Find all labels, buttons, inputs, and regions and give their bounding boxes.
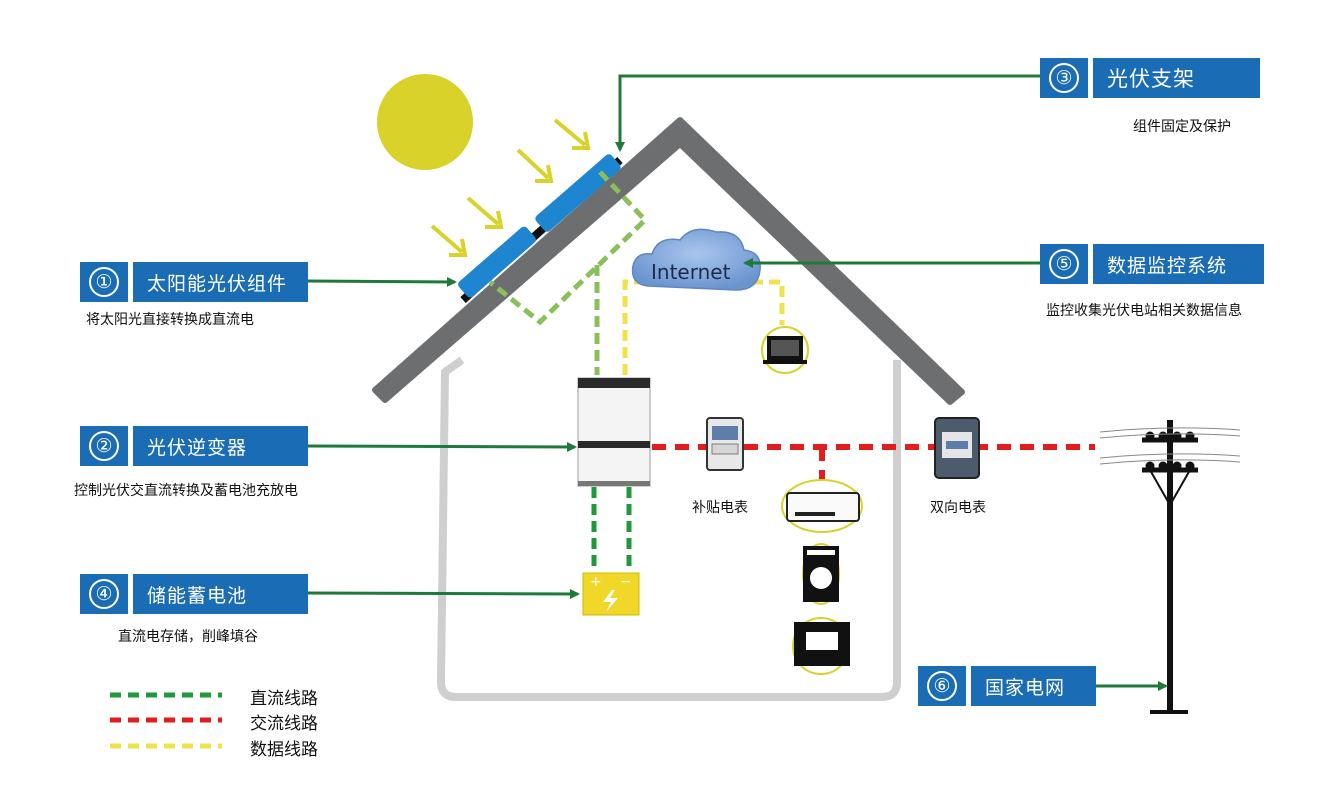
air-conditioner-icon [781,479,863,533]
internet-cloud: Internet [631,228,761,291]
house-wall [437,356,901,701]
television-icon [792,617,850,675]
data-lines [622,279,785,375]
bidirectional-meter-label: 双向电表 [930,500,986,516]
desc-mounting-bracket: 组件固定及保护 [1133,119,1231,135]
utility-pole-icon [1142,420,1198,714]
label-monitoring-system: ⑤ 数据监控系统 [1040,244,1264,284]
panel-dc-line [488,170,649,375]
subsidy-meter-icon [706,417,744,471]
label-inverter: ② 光伏逆变器 [80,426,308,466]
legend-data-label: 数据线路 [250,740,318,760]
internet-label: Internet [651,260,731,284]
legend-dc-label: 直流线路 [250,689,318,709]
washing-machine-icon [802,543,840,605]
battery-icon: + − [582,572,640,616]
label-storage-battery: ④ 储能蓄电池 [80,574,308,614]
house-roof [372,117,965,405]
sun-icon [377,74,473,170]
legend-lines [110,692,222,749]
callout-arrows [304,74,1168,691]
svg-text:−: − [620,574,632,590]
desc-monitoring-system: 监控收集光伏电站相关数据信息 [1046,303,1242,319]
subsidy-meter-label: 补贴电表 [692,500,748,516]
label-national-grid: ⑥ 国家电网 [918,666,1096,706]
label-mounting-bracket: ③ 光伏支架 [1040,58,1260,98]
inverter-icon [577,377,651,487]
solar-panels [458,154,623,303]
battery-dc-lines [591,487,632,570]
desc-storage-battery: 直流电存储，削峰填谷 [118,629,258,645]
power-wires [1099,427,1241,465]
desc-solar-pv-module: 将太阳光直接转换成直流电 [86,312,254,328]
sun-rays [430,118,591,257]
label-solar-pv-module: ① 太阳能光伏组件 [80,262,308,302]
bidirectional-meter-icon [934,417,980,479]
desc-inverter: 控制光伏交直流转换及蓄电池充放电 [74,483,298,499]
svg-text:+: + [590,574,602,590]
legend-ac-label: 交流线路 [250,714,318,734]
laptop-icon [761,326,809,374]
